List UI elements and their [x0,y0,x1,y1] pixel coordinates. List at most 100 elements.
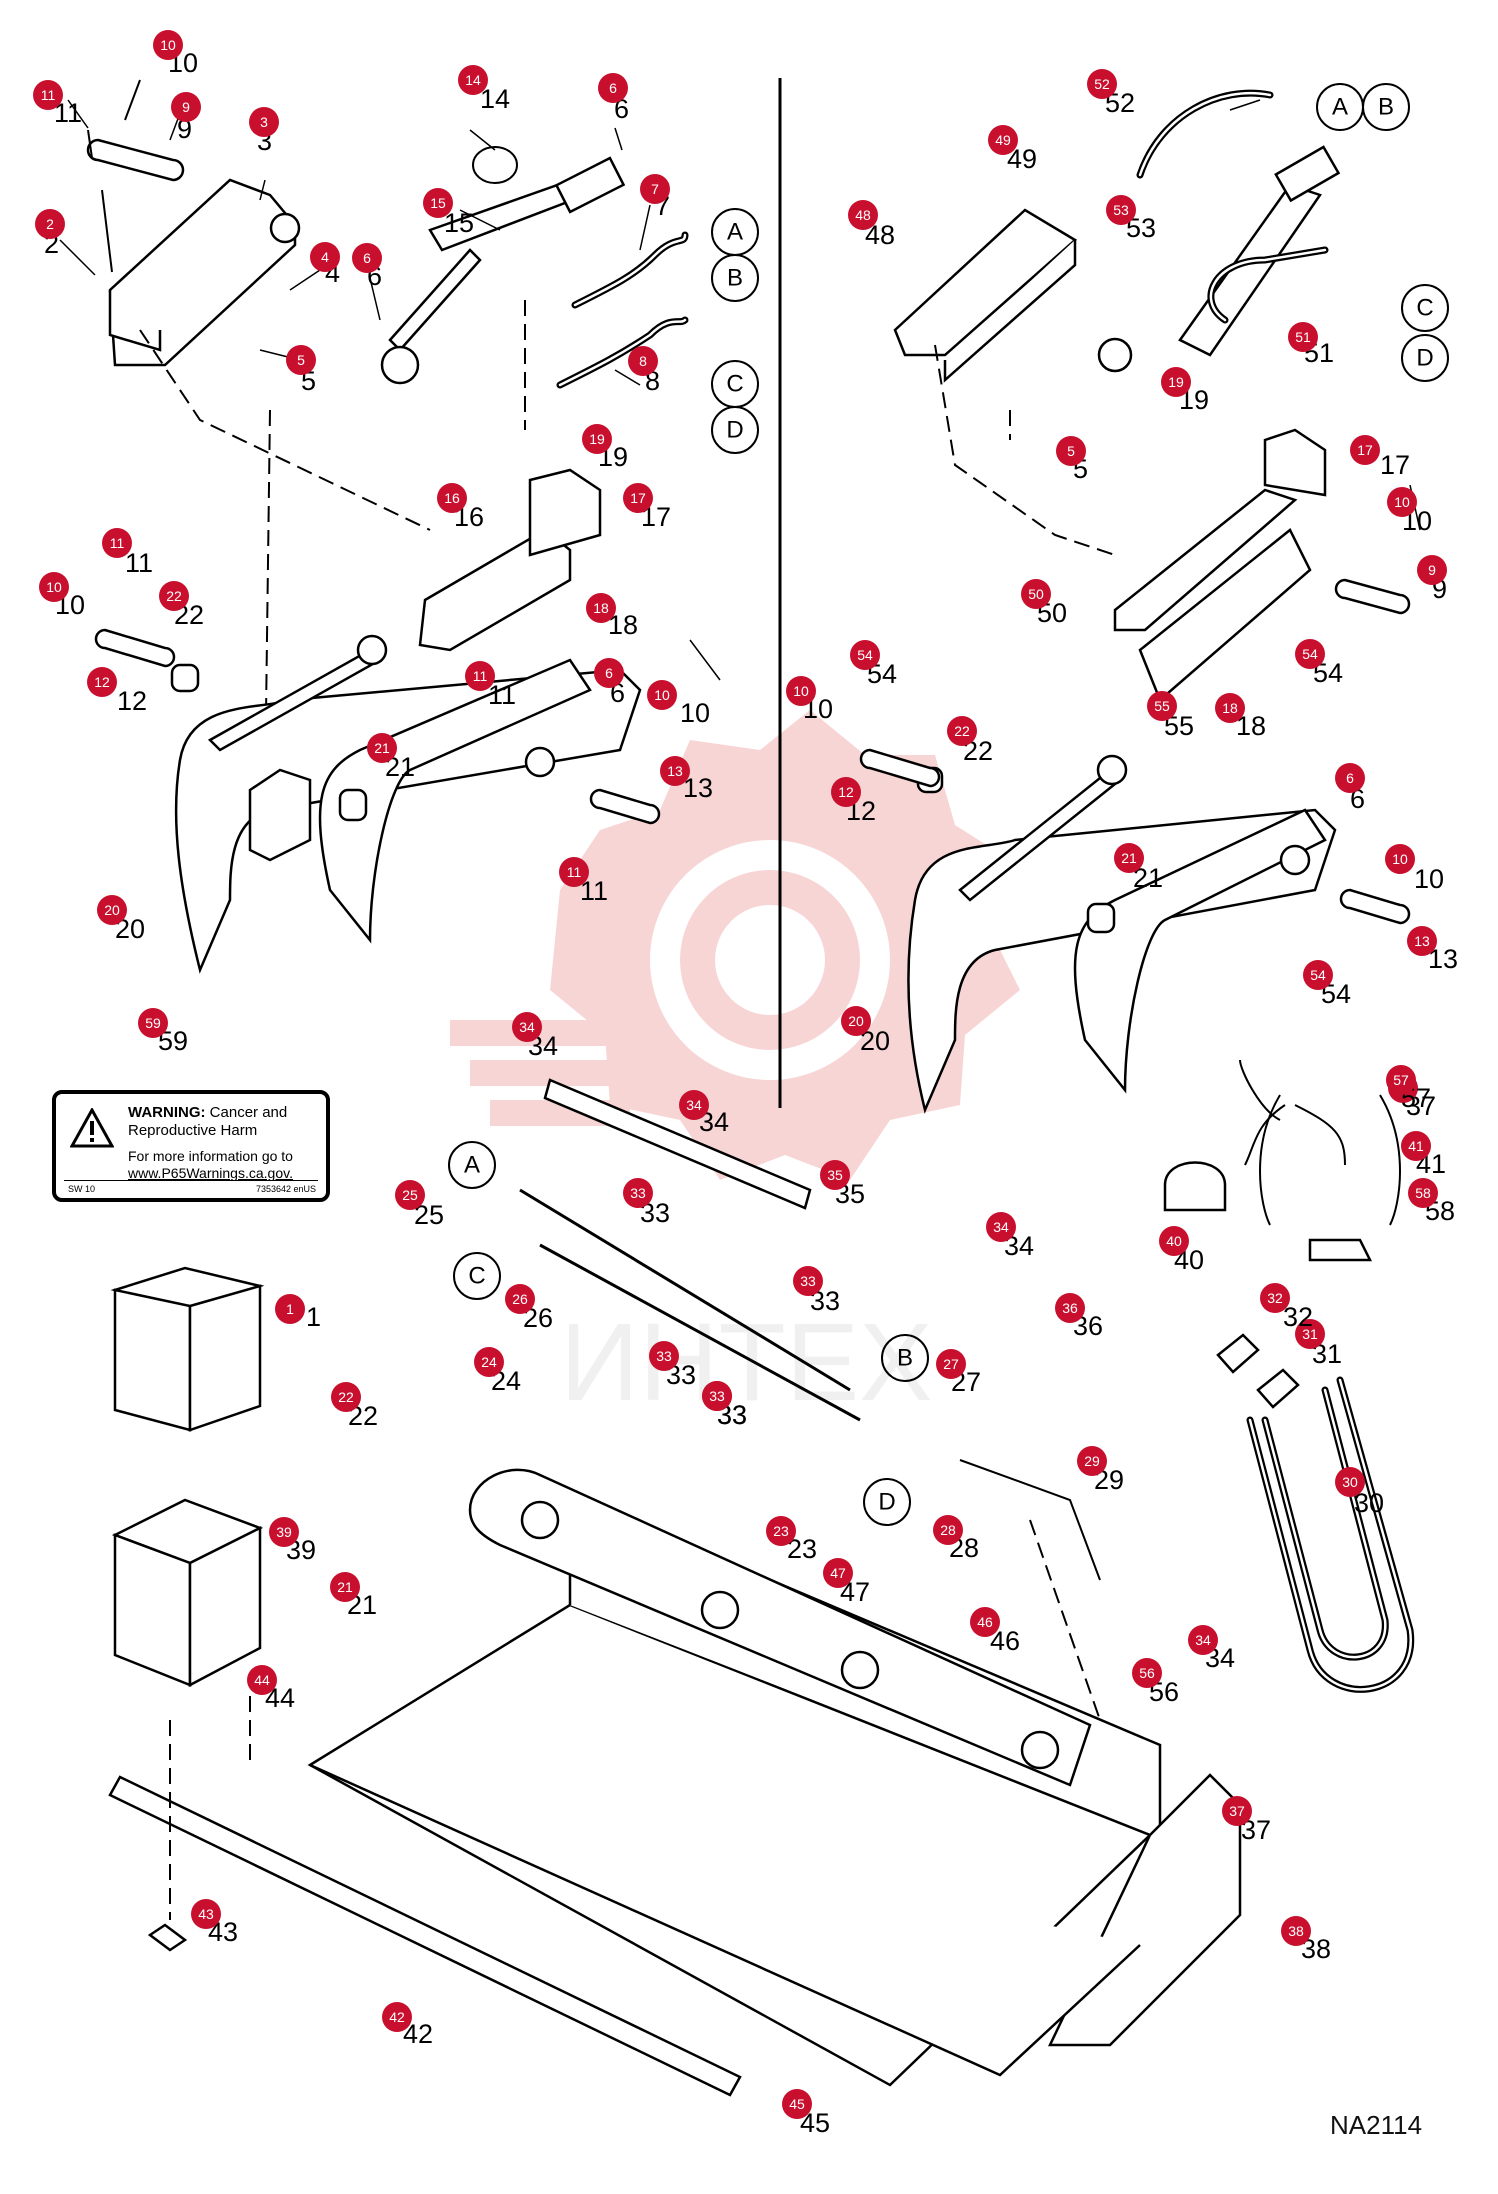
callout-number: 1 [306,1302,321,1332]
callout-badge [1021,579,1051,609]
callout-badge-number: 39 [276,1524,292,1540]
callout-badge-number: 4 [321,249,329,265]
callout-badge-number: 52 [1094,76,1110,92]
callout-badge [1132,1658,1162,1688]
callout-badge-number: 54 [857,647,873,663]
callout-badge [1188,1625,1218,1655]
callout-badge [848,200,878,230]
svg-text:A: A [1332,94,1348,121]
callout-badge [1350,435,1380,465]
callout-3: 33 [249,107,279,156]
callout-badge-number: 14 [465,72,481,88]
callout-badge-number: 40 [1166,1233,1182,1249]
callout-badge-number: 28 [940,1522,956,1538]
callout-badge [936,1349,966,1379]
callout-badge [640,174,670,204]
callout-group: 1122334455556666666677889999101010101010… [33,30,1458,2138]
callout-badge-number: 29 [1084,1453,1100,1469]
callout-badge-number: 9 [1428,562,1436,578]
callout-badge-number: 54 [1302,646,1318,662]
callout-badge-number: 5 [1067,443,1075,459]
callout-badge-number: 6 [609,80,617,96]
callout-badge [437,483,467,513]
svg-text:D: D [1416,345,1433,372]
callout-badge [423,188,453,218]
callout-badge [191,1899,221,1929]
callout-badge [512,1012,542,1042]
callout-9: 99 [171,92,201,144]
callout-badge-number: 56 [1139,1665,1155,1681]
callout-badge-number: 11 [473,668,488,684]
callout-badge [647,680,677,710]
callout-badge-number: 38 [1288,1923,1304,1939]
svg-text:A: A [727,219,743,246]
bucket-assembly [108,1078,1415,2097]
callout-badge-number: 33 [800,1273,816,1289]
callout-badge [623,1178,653,1208]
callout-badge-number: 48 [855,207,871,223]
callout-badge [1295,1319,1325,1349]
callout-badge [1222,1796,1252,1826]
callout-badge [1335,763,1365,793]
warning-subtitle: Reproductive Harm [128,1122,258,1139]
callout-badge-number: 17 [1357,442,1373,458]
callout-badge [850,640,880,670]
callout-badge-number: 11 [567,864,582,880]
callout-badge-number: 30 [1342,1474,1358,1490]
callout-number: 10 [680,698,710,728]
callout-badge [87,667,117,697]
callout-badge-number: 55 [1154,698,1170,714]
callout-badge [395,1180,425,1210]
callout-badge-number: 19 [589,431,605,447]
callout-badge [1077,1446,1107,1476]
callout-badge [275,1294,305,1324]
callout-badge [382,2002,412,2032]
svg-text:C: C [468,1263,485,1290]
callout-badge-number: 2 [46,216,54,232]
callout-badge-number: 25 [402,1187,418,1203]
callout-badge-number: 6 [1346,770,1354,786]
callout-badge-number: 20 [848,1013,864,1029]
callout-badge [986,1212,1016,1242]
callout-badge-number: 57 [1393,1072,1409,1088]
callout-7: 77 [640,174,670,221]
warning-more-info: For more information go to [128,1148,293,1164]
svg-text:B: B [727,265,743,292]
warning-title: WARNING: Cancer and [128,1104,288,1121]
right-grapple-arms [859,748,1411,1114]
callout-number: 12 [117,686,147,716]
callout-badge [582,424,612,454]
